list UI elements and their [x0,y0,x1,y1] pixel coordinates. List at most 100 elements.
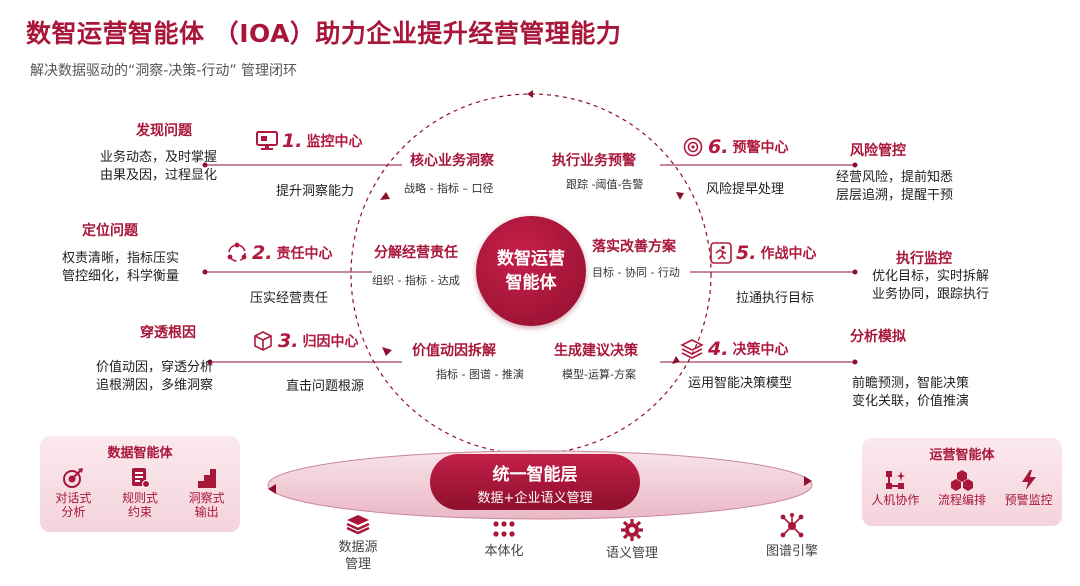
left-group-1-line-2: 由果及因，过程显化 [100,168,218,183]
left-group-2-line-2: 管控细化，科学衡量 [62,269,180,284]
center-1-number: 1. [282,130,303,152]
runner-icon [710,242,732,264]
center-6-number: 6. [708,136,729,158]
tool-dialog-analysis: 对话式分析 [46,467,100,519]
target-arrow-icon [63,468,84,488]
dot-grid-icon [493,521,515,537]
data-agent-panel: 数据智能体 对话式分析 规则式约束 洞察式输出 [40,436,240,532]
left-group-desc-3: 价值动因，穿透分析 追根溯因，多维洞察 [96,359,213,395]
left-group-desc-1: 业务动态，及时掌握 由果及因，过程显化 [100,149,217,185]
tool-5-label: 流程编排 [937,493,986,507]
left-group-head-2: 定位问题 [82,223,138,239]
center-monitor: 1. 监控中心 [256,130,362,152]
network-sparkle-icon [886,471,906,489]
bar-steps-icon [197,469,216,488]
bottom-2-label: 本体化 [484,544,524,559]
center-1-label: 监控中心 [306,134,363,150]
lightning-icon [1021,470,1036,490]
page-title: 数智运营智能体 （IOA）助力企业提升经营管理能力 [26,19,622,48]
left-group-1-line-1: 业务动态，及时掌握 [100,150,218,165]
tool-insight-output: 洞察式输出 [180,467,234,519]
left-group-head-3: 穿透根因 [140,325,196,341]
left-group-head-1: 发现问题 [136,123,192,139]
right-group-desc-1: 经营风险，提前知悉 层层追溯，提醒干预 [836,169,953,205]
inner-sub-6: 模型-运算-方案 [562,368,636,381]
tool-6-label: 预警监控 [1004,493,1053,507]
left-group-3-line-2: 追根溯因，多维洞察 [96,378,214,393]
hexagon-cluster-icon [950,470,973,491]
center-5-note: 拉通执行目标 [736,291,815,306]
center-decision: 4. 决策中心 [680,338,788,360]
stack-layers-icon [346,515,370,535]
center-6-note: 风险提早处理 [706,182,785,197]
center-1-note: 提升洞察能力 [276,184,355,199]
inner-sub-5: 目标 - 协同 - 行动 [592,266,680,279]
inner-sub-4: 跟踪 -阈值-告警 [566,178,644,191]
inner-head-5: 落实改善方案 [592,239,676,255]
center-5-label: 作战中心 [760,246,817,262]
bottom-1-line-2: 管理 [344,557,371,572]
right-group-1-line-1: 经营风险，提前知悉 [836,170,954,185]
tool-2-line-2: 约束 [127,505,152,519]
left-group-2-line-1: 权责清晰，指标压实 [62,251,180,266]
center-3-label: 归因中心 [302,334,359,350]
monitor-icon [256,131,278,151]
tool-4-label: 人机协作 [871,493,920,507]
left-group-3-line-1: 价值动因，穿透分析 [96,360,214,375]
center-4-note: 运用智能决策模型 [688,376,793,391]
inner-head-6: 生成建议决策 [554,343,638,359]
right-group-desc-2: 优化目标，实时拆解 业务协同，跟踪执行 [872,268,989,304]
center-attribution: 3. 归因中心 [252,330,358,352]
right-group-head-3: 分析模拟 [850,329,906,345]
center-4-label: 决策中心 [732,342,789,358]
tool-2-line-1: 规则式 [121,491,158,505]
core-line-2: 智能体 [505,273,557,293]
bottom-datasource: 数据源管理 [330,514,386,573]
right-group-desc-3: 前瞻预测，智能决策 变化关联，价值推演 [852,375,969,411]
center-6-label: 预警中心 [732,140,789,156]
cycle-icon [226,242,248,264]
center-operations: 5. 作战中心 [710,242,816,264]
ops-agent-panel: 运营智能体 人机协作 流程编排 预警监控 [862,438,1062,526]
bottom-semantic: 语义管理 [596,518,668,562]
right-group-head-1: 风险管控 [850,143,906,159]
tool-human-ai: 人机协作 [868,469,922,507]
center-responsibility: 2. 责任中心 [226,242,332,264]
inner-sub-3: 指标 - 图谱 - 推演 [436,368,524,381]
data-agent-title: 数据智能体 [107,446,173,461]
center-2-note: 压实经营责任 [250,291,329,306]
unified-layer-title: 统一智能层 [492,465,578,485]
tool-1-line-2: 分析 [61,505,86,519]
graph-nodes-icon [780,513,804,538]
right-group-2-line-1: 优化目标，实时拆解 [872,269,990,284]
inner-sub-2: 组织 - 指标 - 达成 [372,274,460,287]
bottom-graph-engine: 图谱引擎 [756,512,828,560]
center-4-number: 4. [708,338,729,360]
center-5-number: 5. [736,242,757,264]
right-group-head-2: 执行监控 [896,251,952,267]
right-group-3-line-1: 前瞻预测，智能决策 [852,376,970,391]
center-2-label: 责任中心 [276,246,333,262]
tool-3-line-1: 洞察式 [188,491,225,505]
unified-layer-subtitle: 数据+企业语义管理 [477,491,593,506]
core-agent-circle: 数智运营 智能体 [476,216,586,326]
right-group-3-line-2: 变化关联，价值推演 [852,394,970,409]
core-line-1: 数智运营 [497,249,565,269]
unified-layer: 统一智能层 数据+企业语义管理 [430,454,640,510]
center-3-note: 直击问题根源 [286,379,365,394]
right-group-2-line-2: 业务协同，跟踪执行 [872,287,990,302]
center-warning: 6. 预警中心 [682,136,788,158]
cube-icon [252,330,274,352]
left-group-desc-2: 权责清晰，指标压实 管控细化，科学衡量 [62,250,179,286]
tool-alert-monitor: 预警监控 [1002,469,1056,507]
bottom-1-line-1: 数据源 [338,540,378,555]
inner-head-1: 核心业务洞察 [410,153,494,169]
tool-rule-constraint: 规则式约束 [113,467,167,519]
bottom-4-label: 图谱引擎 [765,544,818,559]
tool-process-orchestration: 流程编排 [935,469,989,507]
ops-agent-title: 运营智能体 [929,448,995,463]
tool-1-line-1: 对话式 [55,491,92,505]
page-subtitle: 解决数据驱动的“洞察-决策-行动” 管理闭环 [30,63,298,79]
inner-head-3: 价值动因拆解 [412,343,496,359]
inner-head-2: 分解经营责任 [374,245,458,261]
